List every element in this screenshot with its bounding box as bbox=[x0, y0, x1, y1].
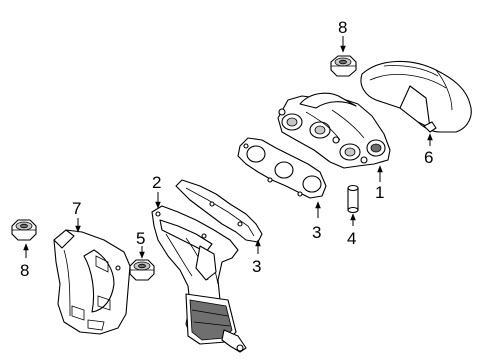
callout-3-upper: 3 bbox=[312, 223, 321, 242]
heat-shield[interactable] bbox=[360, 60, 472, 133]
callout-8-top: 8 bbox=[338, 18, 347, 37]
callout-5: 5 bbox=[136, 229, 145, 248]
callout-3-lower: 3 bbox=[252, 257, 261, 276]
leader-lines bbox=[23, 36, 433, 259]
manifold-gasket-lower[interactable] bbox=[175, 179, 263, 243]
callout-2: 2 bbox=[152, 173, 161, 192]
manifold-gasket-upper[interactable] bbox=[237, 137, 327, 199]
nut-top[interactable] bbox=[330, 55, 357, 77]
converter-heat-shield[interactable] bbox=[53, 229, 131, 335]
callout-8-left: 8 bbox=[20, 261, 29, 280]
callout-4: 4 bbox=[347, 229, 356, 248]
callout-1: 1 bbox=[375, 183, 384, 202]
callout-7: 7 bbox=[72, 199, 81, 218]
nut-left[interactable] bbox=[11, 219, 37, 241]
stud[interactable] bbox=[347, 184, 359, 214]
callout-labels: 1 2 3 3 4 5 6 7 8 8 bbox=[20, 18, 433, 280]
manifold-converter-assembly[interactable] bbox=[151, 205, 247, 353]
callout-6: 6 bbox=[424, 148, 433, 167]
exhaust-manifold[interactable] bbox=[277, 92, 391, 169]
nut-center[interactable] bbox=[129, 259, 155, 281]
